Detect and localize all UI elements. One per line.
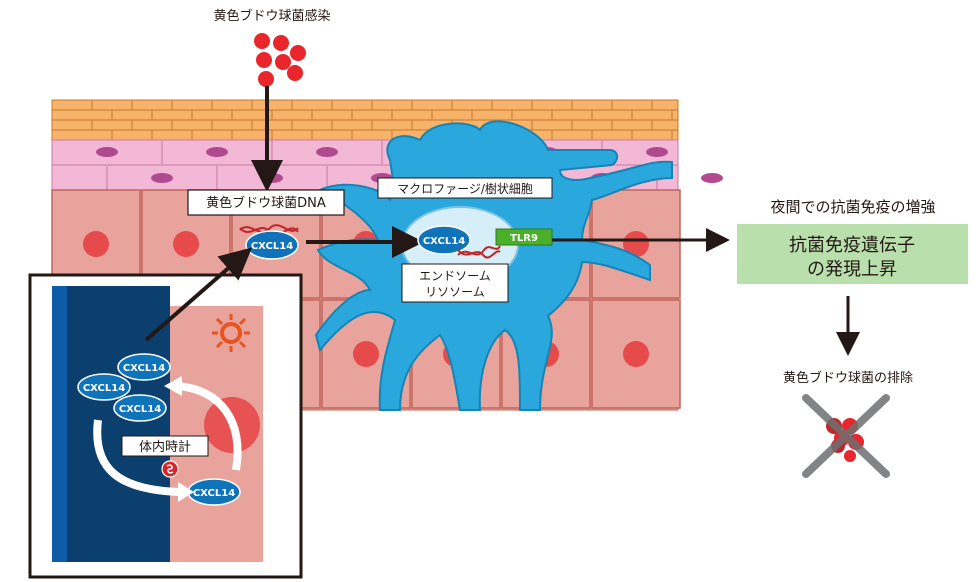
cell-nucleus: [173, 231, 199, 257]
endosome-label-2: リソソーム: [425, 285, 485, 299]
cxcl14-label-2: CXCL14: [423, 236, 465, 247]
endosome-label-box: [401, 263, 509, 303]
inset-cxcl14-3: CXCL14: [119, 404, 161, 415]
elimination-cross-icon: [802, 394, 890, 478]
cycle-arrow-down: [93, 419, 181, 496]
granular-nucleus: [96, 147, 118, 157]
dna-label: 黄色ブドウ球菌DNA: [206, 195, 326, 211]
cell-nucleus: [623, 341, 649, 367]
infection-label: 黄色ブドウ球菌感染: [213, 8, 330, 24]
clock-label: 体内時計: [139, 439, 191, 455]
inset-cxcl14-2: CXCL14: [83, 383, 125, 394]
inset-cxcl14-4: CXCL14: [193, 488, 235, 499]
dna-label-box: [187, 189, 345, 216]
cxcl14-label-1: CXCL14: [251, 241, 293, 252]
repression-icon: [161, 460, 179, 478]
cxcl14-dna-complex: CXCL14: [239, 224, 299, 260]
gene-upregulation-line2: の発現上昇: [807, 259, 897, 280]
inset-cxcl14-group: CXCL14 CXCL14 CXCL14 CXCL14: [77, 353, 241, 506]
tlr9-receptor: [495, 228, 553, 246]
brick-lines: [52, 109, 678, 131]
granular-nucleus: [646, 147, 668, 157]
endosome-label-1: エンドソーム: [419, 269, 491, 283]
clock-label-box: [121, 435, 209, 457]
gene-upregulation-line1: 抗菌免疫遺伝子: [789, 235, 915, 256]
macrophage-label: マクロファージ/樹状細胞: [397, 182, 533, 196]
elimination-label: 黄色ブドウ球菌の排除: [783, 370, 913, 386]
cxcl14-tlr9-complex: CXCL14 TLR9: [417, 225, 553, 259]
macrophage-label-box: [377, 177, 553, 199]
inset-cxcl14-1: CXCL14: [123, 363, 165, 374]
tlr9-label: TLR9: [510, 233, 538, 244]
cell-nucleus: [623, 231, 649, 257]
granular-nucleus: [316, 147, 338, 157]
cell-nucleus: [353, 341, 379, 367]
sun-icon: [212, 314, 250, 352]
night-immunity-label: 夜間での抗菌免疫の増強: [770, 198, 935, 216]
cycle-arrow-up: [177, 382, 242, 471]
granular-nucleus: [206, 147, 228, 157]
arrow-inset-to-epidermis: [144, 247, 253, 342]
gene-upregulation-box: [737, 224, 968, 284]
night-panel-inner: [67, 286, 170, 562]
cell-nucleus: [83, 231, 109, 257]
staph-aureus-cluster: [254, 33, 306, 87]
granular-nucleus: [151, 173, 173, 183]
granular-nucleus: [701, 173, 723, 183]
granular-nucleus: [261, 173, 283, 183]
